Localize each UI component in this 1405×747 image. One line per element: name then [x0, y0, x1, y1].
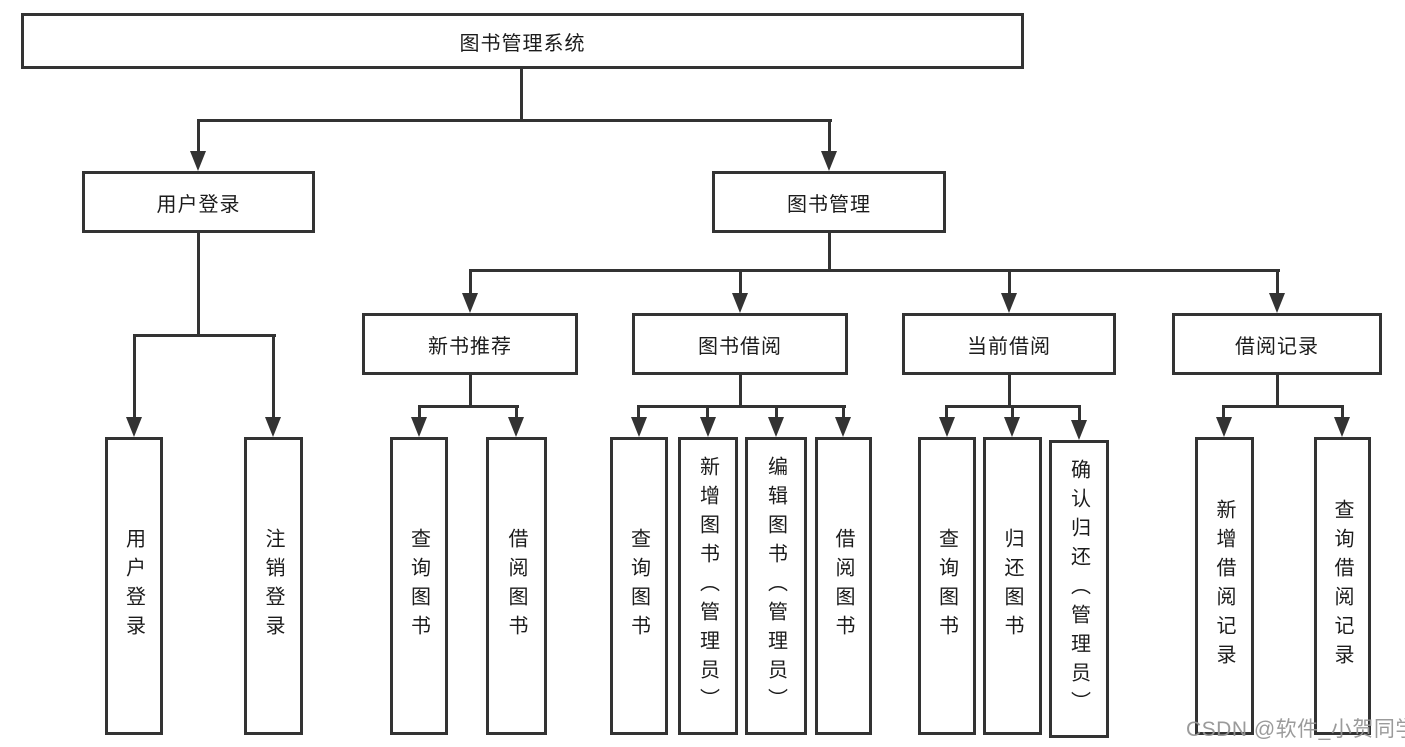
- node-leaf-query-borrow-record: 查询借阅记录: [1314, 437, 1371, 735]
- node-new-book-recommend: 新书推荐: [362, 313, 578, 375]
- connector-line: [1222, 405, 1225, 419]
- arrowhead-icon: [462, 293, 478, 313]
- arrowhead-icon: [1334, 417, 1350, 437]
- arrowhead-icon: [732, 293, 748, 313]
- arrowhead-icon: [126, 417, 142, 437]
- arrowhead-icon: [411, 417, 427, 437]
- connector-line: [133, 334, 276, 337]
- node-leaf-add-books-admin: 新增图书（管理员）: [678, 437, 738, 735]
- node-root: 图书管理系统: [21, 13, 1024, 69]
- connector-line: [1341, 405, 1344, 419]
- arrowhead-icon: [631, 417, 647, 437]
- connector-line: [1276, 269, 1279, 295]
- node-leaf-edit-books-admin: 编辑图书（管理员）: [745, 437, 807, 735]
- arrowhead-icon: [821, 151, 837, 171]
- node-leaf-query-books-recommend: 查询图书: [390, 437, 448, 735]
- node-user-login: 用户登录: [82, 171, 315, 233]
- csdn-watermark: CSDN @软件_小贺同学: [1186, 718, 1405, 741]
- connector-line: [1276, 375, 1279, 407]
- node-leaf-query-books-borrowing: 查询图书: [610, 437, 668, 735]
- connector-line: [1078, 405, 1081, 422]
- connector-line: [775, 405, 778, 419]
- connector-line: [133, 334, 136, 419]
- connector-line: [520, 69, 523, 122]
- node-current-borrowing: 当前借阅: [902, 313, 1116, 375]
- node-leaf-logout: 注销登录: [244, 437, 303, 735]
- connector-line: [1008, 375, 1011, 407]
- connector-line: [842, 405, 845, 419]
- connector-line: [515, 405, 518, 419]
- connector-line: [272, 334, 275, 419]
- arrowhead-icon: [265, 417, 281, 437]
- node-borrowing-records: 借阅记录: [1172, 313, 1382, 375]
- connector-line: [469, 269, 1280, 272]
- connector-line: [828, 233, 831, 272]
- arrowhead-icon: [1071, 420, 1087, 440]
- arrowhead-icon: [835, 417, 851, 437]
- node-leaf-query-books-current: 查询图书: [918, 437, 976, 735]
- node-book-management: 图书管理: [712, 171, 946, 233]
- connector-line: [706, 405, 709, 419]
- connector-line: [418, 405, 519, 408]
- connector-line: [945, 405, 948, 419]
- connector-line: [1011, 405, 1014, 419]
- connector-line: [637, 405, 640, 419]
- arrowhead-icon: [1216, 417, 1232, 437]
- node-leaf-borrow-books-borrowing: 借阅图书: [815, 437, 872, 735]
- connector-line: [197, 119, 200, 153]
- arrowhead-icon: [939, 417, 955, 437]
- arrowhead-icon: [1001, 293, 1017, 313]
- connector-line: [828, 119, 831, 153]
- arrowhead-icon: [1269, 293, 1285, 313]
- arrowhead-icon: [1004, 417, 1020, 437]
- connector-line: [1222, 405, 1344, 408]
- node-leaf-user-login: 用户登录: [105, 437, 163, 735]
- node-leaf-borrow-books-recommend: 借阅图书: [486, 437, 547, 735]
- connector-line: [739, 269, 742, 295]
- arrowhead-icon: [190, 151, 206, 171]
- connector-line: [197, 233, 200, 337]
- connector-line: [637, 405, 846, 408]
- arrowhead-icon: [700, 417, 716, 437]
- arrowhead-icon: [768, 417, 784, 437]
- node-book-borrowing: 图书借阅: [632, 313, 848, 375]
- node-leaf-return-books: 归还图书: [983, 437, 1042, 735]
- connector-line: [1008, 269, 1011, 295]
- connector-line: [197, 119, 832, 122]
- connector-line: [418, 405, 421, 419]
- node-leaf-confirm-return-admin: 确认归还（管理员）: [1049, 440, 1109, 738]
- node-leaf-add-borrow-record: 新增借阅记录: [1195, 437, 1254, 735]
- arrowhead-icon: [508, 417, 524, 437]
- connector-line: [469, 269, 472, 295]
- connector-line: [469, 375, 472, 407]
- connector-line: [739, 375, 742, 407]
